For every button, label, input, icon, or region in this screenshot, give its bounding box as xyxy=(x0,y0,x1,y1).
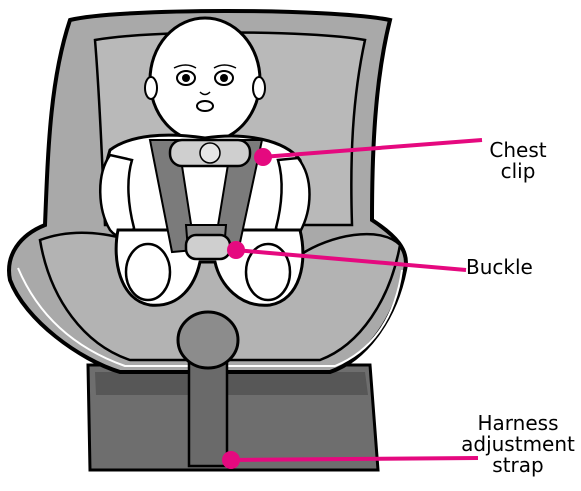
harness-adjustment-strap-label: Harness adjustment strap xyxy=(455,413,581,476)
buckle-callout-dot xyxy=(227,241,245,259)
harness-callout-line xyxy=(230,458,478,460)
buckle-label-line-1: Buckle xyxy=(466,257,546,278)
adjuster-cover xyxy=(178,312,238,368)
chest-clip-label-line-2: clip xyxy=(478,161,558,182)
harness-label-line-1: Harness xyxy=(455,413,581,434)
chest-clip-callout-dot xyxy=(254,148,272,166)
harness-label-line-3: strap xyxy=(455,455,581,476)
harness-callout-dot xyxy=(222,451,240,469)
harness-label-line-2: adjustment xyxy=(455,434,581,455)
baby-head xyxy=(150,18,260,142)
buckle xyxy=(186,235,230,259)
seat-base-shadow xyxy=(95,372,368,395)
buckle-label: Buckle xyxy=(466,257,546,278)
chest-clip-label-line-1: Chest xyxy=(478,140,558,161)
chest-clip-label: Chest clip xyxy=(478,140,558,182)
